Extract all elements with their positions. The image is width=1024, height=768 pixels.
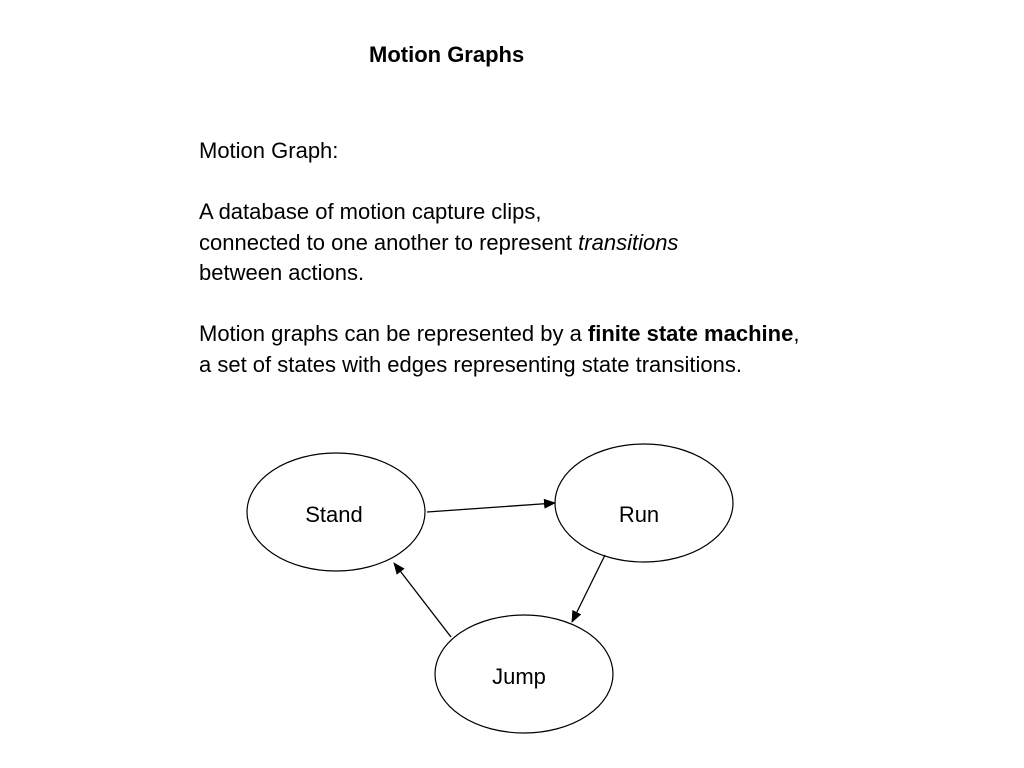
definition-line-2: connected to one another to represent tr… (199, 228, 799, 259)
transitions-emphasis: transitions (578, 229, 679, 255)
edge-stand-to-run (426, 498, 556, 513)
state-ellipse-jump (434, 614, 614, 734)
state-label-jump: Jump (492, 664, 546, 689)
edge-jump-to-stand (393, 562, 452, 638)
state-node-stand: Stand (246, 452, 426, 572)
state-node-jump: Jump (434, 614, 614, 734)
edge-run-to-jump (571, 554, 606, 623)
state-label-stand: Stand (305, 502, 363, 527)
definition-line-2-text: connected to one another to represent (199, 229, 579, 255)
body-text: Motion Graph: A database of motion captu… (199, 136, 799, 380)
fsm-line-1: Motion graphs can be represented by a fi… (199, 319, 799, 350)
fsm-line-2: a set of states with edges representing … (199, 351, 742, 377)
fsm-line-1-text: Motion graphs can be represented by a (199, 321, 588, 346)
slide-title: Motion Graphs (369, 42, 525, 67)
fsm-line-1-comma: , (793, 321, 800, 346)
fsm-term: finite state machine (587, 321, 794, 346)
definition-line-1: A database of motion capture clips, (199, 199, 542, 224)
definition-heading: Motion Graph: (199, 138, 339, 163)
definition-line-3: between actions. (199, 260, 365, 285)
state-label-run: Run (619, 502, 659, 527)
state-ellipse-stand (246, 452, 426, 572)
state-node-run: Run (554, 443, 734, 563)
